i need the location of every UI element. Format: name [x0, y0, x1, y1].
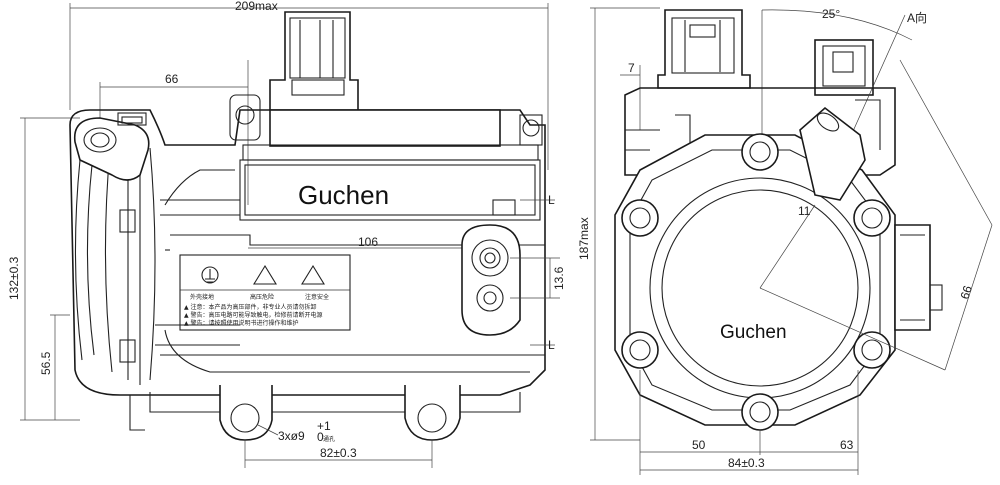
warning-line-3: ▲ 警告：请按照使用说明书进行操作和维护 [184, 319, 299, 327]
dim-82: 82±0.3 [320, 446, 357, 460]
hole-note-prefix: 3xø9 [278, 429, 305, 443]
dim-106: 106 [358, 235, 378, 249]
right-view: 187max 7 25° A向 [577, 7, 993, 475]
label-L-bottom: L [548, 338, 555, 352]
warning-heading-2: 高压危险 [250, 293, 274, 301]
label-view-A: A向 [907, 10, 927, 25]
dim-13-6: 13.6 [552, 266, 566, 290]
brand-label-left: Guchen [298, 180, 389, 210]
warning-label: 外壳接地 高压危险 注意安全 ▲ 注意：本产品为高压部件，非专业人员请勿拆卸 ▲… [179, 254, 351, 331]
dim-11: 11 [798, 204, 811, 218]
dim-50: 50 [692, 438, 706, 452]
hole-note-tol-upper: +1 [317, 419, 331, 433]
dim-66-diag: 66 [958, 284, 976, 301]
warning-heading-1: 外壳接地 [190, 293, 214, 301]
dim-84: 84±0.3 [728, 456, 765, 470]
dim-187: 187max [577, 217, 591, 260]
dim-25-deg: 25° [822, 7, 840, 21]
dim-overall-width: 209max [235, 0, 278, 13]
left-view: 209max 66 132±0.3 56.5 [7, 0, 566, 468]
dim-132: 132±0.3 [7, 256, 21, 300]
warning-heading-3: 注意安全 [305, 293, 329, 301]
dim-63: 63 [840, 438, 854, 452]
dim-56-5: 56.5 [39, 351, 53, 375]
brand-label-right: Guchen [720, 322, 787, 343]
hole-note-suffix: 通孔 [323, 435, 335, 443]
bolt-bosses [621, 133, 891, 431]
brand-plate [244, 164, 536, 216]
label-L-top: L [548, 193, 555, 207]
warning-line-1: ▲ 注意：本产品为高压部件，非专业人员请勿拆卸 [184, 303, 317, 311]
hole-note-tol-lower: 0 [317, 430, 324, 444]
warning-line-2: ▲ 警告：高压电路可能导致触电，检修前请断开电源 [184, 311, 323, 319]
dim-66-top: 66 [165, 72, 179, 86]
dim-7: 7 [628, 61, 635, 75]
